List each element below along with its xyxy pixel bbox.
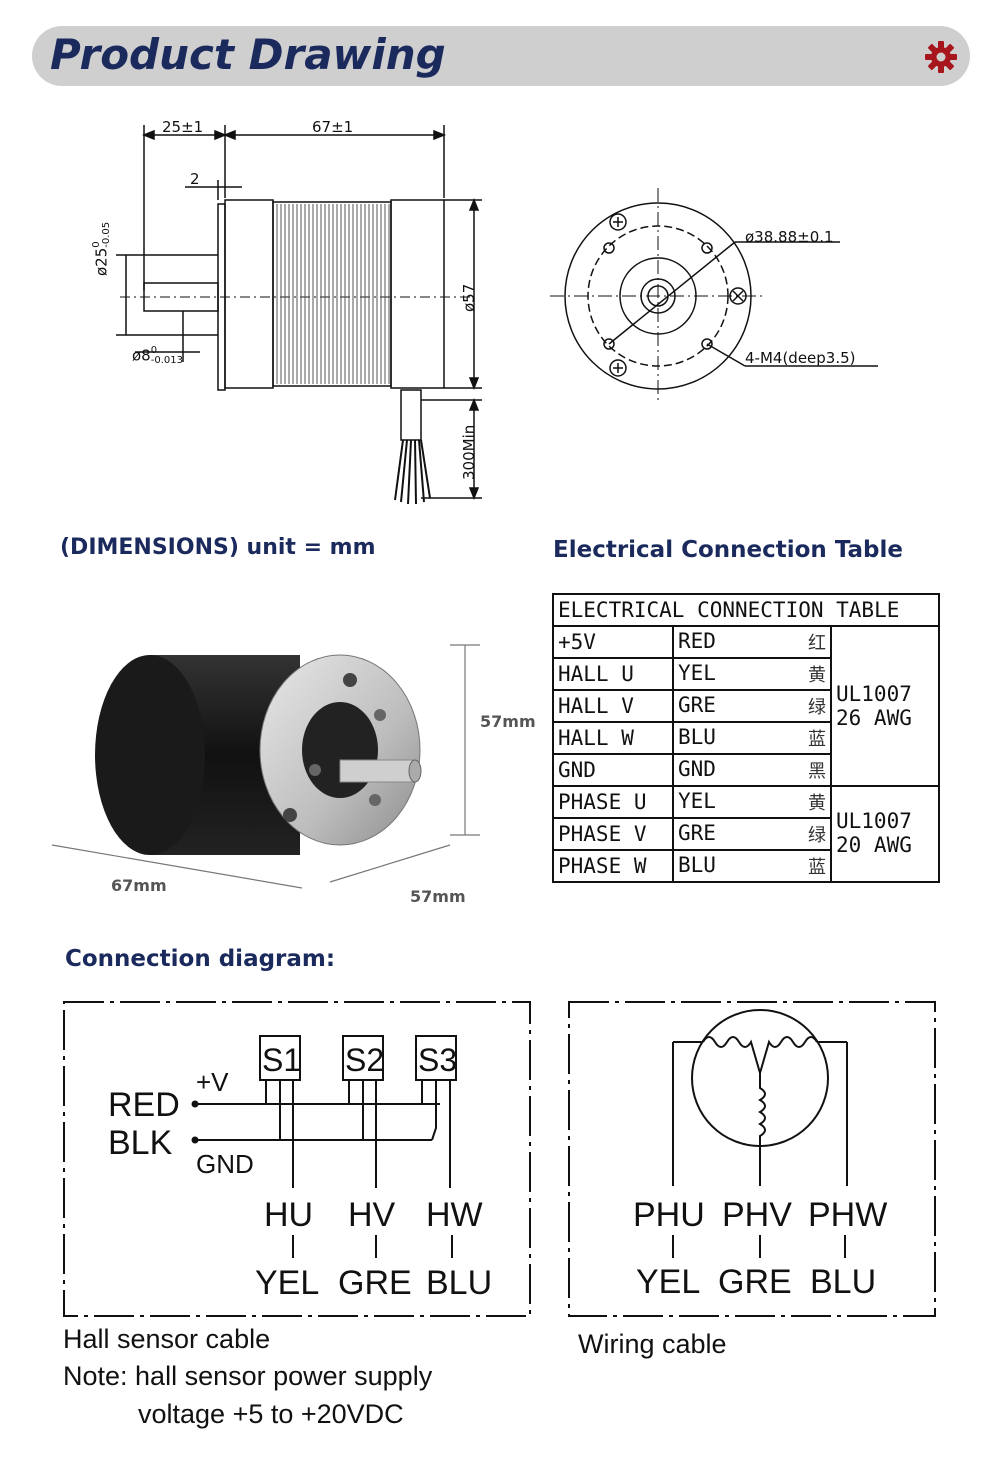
dimensions-heading: (DIMENSIONS) unit = mm [60, 535, 376, 560]
dim-step: 2 [190, 170, 200, 188]
dim-cable-length: 300Min [460, 424, 478, 480]
hall-hv-label: HV [348, 1196, 396, 1234]
dim-body-diameter: ø57 [460, 283, 478, 312]
header-bar [32, 26, 970, 86]
phase-phw-label: PHW [808, 1196, 888, 1234]
electrical-heading: Electrical Connection Table [553, 537, 904, 563]
wiring-cable-caption: Wiring cable [578, 1329, 727, 1359]
dim-shaft-diameter: ø80-0.013 [132, 345, 183, 366]
hall-s2-label: S2 [345, 1042, 385, 1078]
connection-heading: Connection diagram: [65, 946, 336, 972]
phase-phu-label: PHU [633, 1196, 705, 1234]
page-title: Product Drawing [50, 30, 446, 79]
dim-shaft-length: 25±1 [162, 118, 204, 136]
hall-s1-label: S1 [262, 1042, 302, 1078]
hall-yel-label: YEL [255, 1264, 320, 1302]
table-title: ELECTRICAL CONNECTION TABLE [552, 593, 940, 627]
note-line-2: voltage +5 to +20VDC [138, 1399, 404, 1429]
dim-body-length: 67±1 [312, 118, 354, 136]
side-view-drawing [116, 125, 482, 505]
front-view-drawing [550, 188, 878, 404]
dim-boss-diameter: ø250-0.05 [91, 221, 112, 276]
dim-bolt-circle: ø38.88±0.1 [745, 228, 834, 246]
hall-hw-label: HW [426, 1196, 483, 1234]
phase-wiring-diagram [568, 1001, 936, 1317]
hall-hu-label: HU [264, 1196, 314, 1234]
motor-photo [51, 644, 480, 889]
phase-phv-label: PHV [722, 1196, 792, 1234]
hall-blu-label: BLU [426, 1264, 493, 1302]
hall-gre-label: GRE [338, 1264, 412, 1302]
hall-blk-label: BLK [108, 1124, 173, 1162]
photo-height-label: 57mm [480, 712, 536, 731]
phase-blu-label: BLU [810, 1263, 877, 1301]
hall-red-label: RED [108, 1086, 180, 1124]
photo-width-label: 57mm [410, 887, 466, 906]
hall-vplus-label: +V [196, 1067, 229, 1097]
hall-cable-caption: Hall sensor cable [63, 1324, 271, 1354]
note-line-1: Note: hall sensor power supply [63, 1361, 433, 1391]
phase-yel-label: YEL [636, 1263, 701, 1301]
photo-length-label: 67mm [111, 876, 167, 895]
hall-gnd-label: GND [196, 1149, 254, 1179]
gear-icon [925, 41, 957, 73]
hall-sensor-diagram [63, 1001, 531, 1317]
hall-s3-label: S3 [418, 1042, 458, 1078]
dim-mounting-holes: 4-M4(deep3.5) [745, 349, 856, 367]
phase-gre-label: GRE [718, 1263, 792, 1301]
